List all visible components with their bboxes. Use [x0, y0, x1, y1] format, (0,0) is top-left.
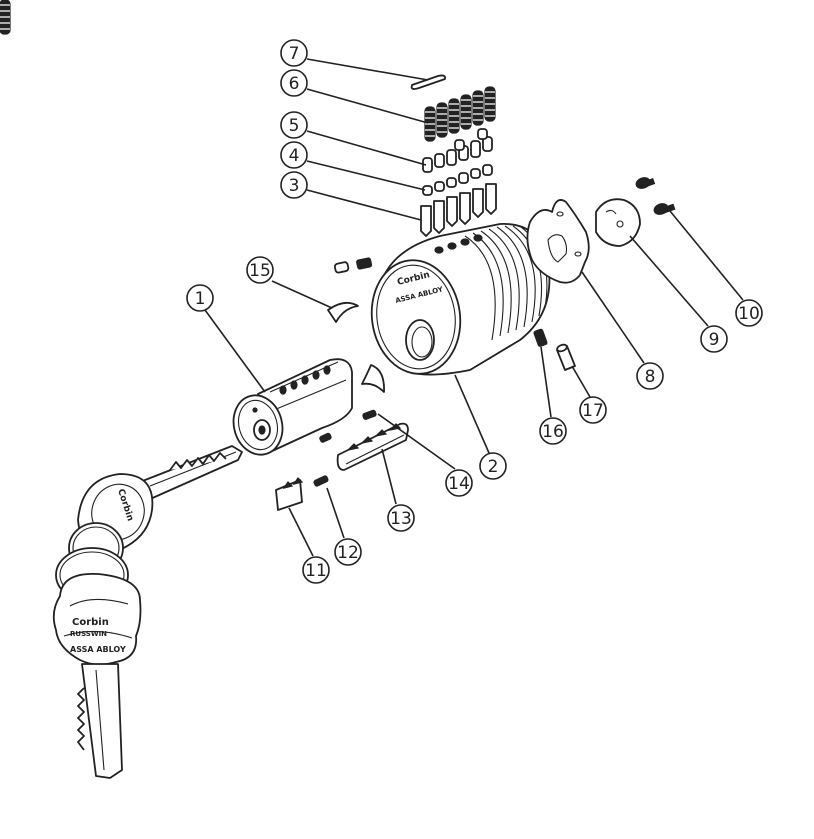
svg-text:13: 13 [390, 509, 412, 529]
svg-text:10: 10 [738, 304, 760, 324]
part-locking-bar [336, 422, 409, 471]
svg-text:7: 7 [289, 44, 300, 64]
keys: Corbin Corbin RUSSWIN ASSA ABLOY [52, 445, 243, 779]
callout-12: 12 [334, 538, 362, 566]
callout-17: 17 [579, 396, 607, 424]
part-retainer-screws [635, 177, 676, 215]
part-sidebar [275, 477, 304, 511]
callout-2: 2 [479, 452, 507, 480]
callout-6: 6 [280, 69, 308, 97]
part-followers [333, 257, 373, 274]
callout-9: 9 [700, 325, 728, 353]
callout-13: 13 [387, 504, 415, 532]
callout-16: 16 [539, 417, 567, 445]
svg-text:1: 1 [195, 289, 206, 309]
part-bottom-pins [420, 183, 497, 237]
svg-text:9: 9 [709, 330, 720, 350]
part-retainer-plate [595, 198, 641, 247]
svg-text:3: 3 [289, 176, 300, 196]
callout-4: 4 [280, 141, 308, 169]
part-top-pins [422, 128, 493, 173]
key2-brand-sub: RUSSWIN [70, 630, 107, 638]
part-spring-cover [410, 74, 447, 90]
callout-14: 14 [445, 469, 473, 497]
svg-text:4: 4 [289, 146, 300, 166]
svg-text:17: 17 [582, 401, 604, 421]
key2-brand-parent: ASSA ABLOY [70, 645, 126, 654]
callout-5: 5 [280, 111, 308, 139]
part-locking-bar-spring [362, 409, 377, 420]
svg-text:6: 6 [289, 74, 300, 94]
svg-text:14: 14 [448, 474, 470, 494]
part-plug [232, 358, 353, 456]
callout-10: 10 [735, 299, 763, 327]
svg-text:11: 11 [305, 561, 327, 581]
svg-text:5: 5 [289, 116, 300, 136]
leader-lines [204, 58, 744, 557]
part-pin-17 [556, 343, 576, 371]
callout-3: 3 [280, 171, 308, 199]
part-sidebar-spring [313, 432, 332, 487]
callout-15: 15 [246, 256, 274, 284]
callout-11: 11 [302, 556, 330, 584]
callout-7: 7 [280, 39, 308, 67]
part-set-screw [533, 328, 548, 347]
svg-text:8: 8 [645, 367, 656, 387]
svg-text:12: 12 [337, 543, 359, 563]
part-cam-plate [526, 199, 590, 284]
part-plug-retainer-clips [327, 301, 385, 393]
svg-text:16: 16 [542, 422, 564, 442]
svg-text:2: 2 [488, 457, 499, 477]
svg-text:15: 15 [249, 261, 271, 281]
part-pin-springs [0, 0, 496, 142]
key2-brand-maker: Corbin [72, 617, 109, 628]
part-cylinder-housing: Corbin ASSA ABLOY [370, 223, 551, 376]
callout-8: 8 [636, 362, 664, 390]
callout-1: 1 [186, 284, 214, 312]
part-master-pins [422, 164, 493, 196]
